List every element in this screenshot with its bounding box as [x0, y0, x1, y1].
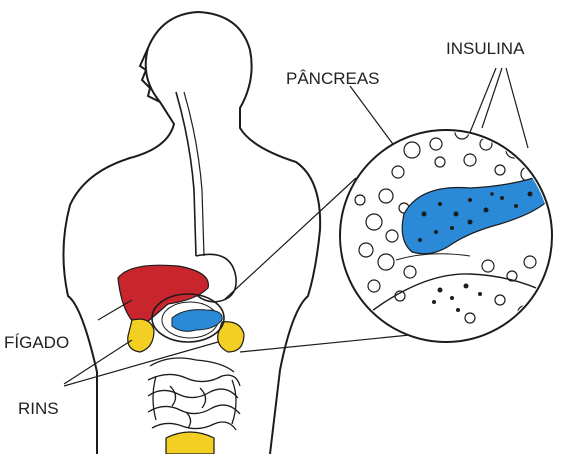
- label-pancreas: PÂNCREAS: [286, 69, 380, 88]
- intestines: [148, 358, 240, 430]
- bladder: [166, 432, 214, 454]
- esophagus-inner: [184, 92, 204, 256]
- esophagus: [176, 92, 196, 256]
- label-rins: RINS: [18, 399, 59, 418]
- left-kidney: [128, 319, 154, 352]
- body-outline: [63, 12, 320, 454]
- label-insulina: INSULINA: [446, 39, 525, 58]
- face-profile: [140, 48, 160, 102]
- label-figado: FÍGADO: [4, 333, 69, 352]
